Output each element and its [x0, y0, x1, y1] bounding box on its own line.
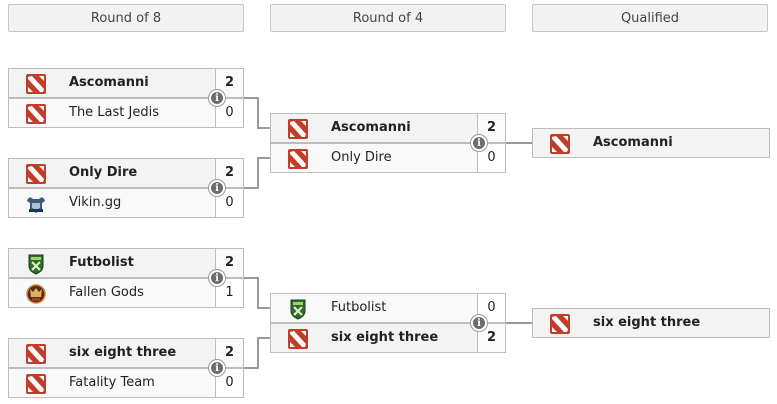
dota2-icon [549, 133, 571, 155]
team-score: 1 [215, 279, 243, 307]
dota2-icon [287, 328, 309, 350]
dota2-icon [549, 313, 571, 335]
team-name: six eight three [593, 315, 701, 330]
team-name: Ascomanni [593, 135, 673, 150]
r8-m3-team-bottom[interactable]: Fallen Gods 1 [8, 278, 244, 308]
dota2-icon [287, 148, 309, 170]
r4-m1-team-bottom[interactable]: Only Dire 0 [270, 143, 506, 173]
r8-m4-team-top[interactable]: six eight three 2 [8, 338, 244, 368]
futbolist-icon [25, 253, 47, 275]
r4-m2-team-top[interactable]: Futbolist 0 [270, 293, 506, 323]
team-name: Ascomanni [331, 120, 411, 135]
team-score: 0 [215, 189, 243, 217]
dota2-icon [25, 73, 47, 95]
connector-r8m3 [244, 277, 270, 309]
team-name: Ascomanni [69, 75, 149, 90]
team-name: Fatality Team [69, 375, 155, 390]
team-name: Only Dire [69, 165, 138, 180]
qualified-team-2[interactable]: six eight three [532, 308, 770, 338]
team-name: Fallen Gods [69, 285, 144, 300]
vikingg-icon [25, 193, 47, 215]
header-qualified: Qualified [532, 4, 768, 32]
dota2-icon [287, 118, 309, 140]
team-name: Futbolist [331, 300, 387, 315]
dota2-icon [25, 343, 47, 365]
r4-m1-team-top[interactable]: Ascomanni 2 [270, 113, 506, 143]
r8-m4-info-icon[interactable]: i [209, 360, 225, 376]
connector-r8m4 [244, 337, 270, 369]
r4-m1-info-icon[interactable]: i [471, 135, 487, 151]
r8-m1-team-top[interactable]: Ascomanni 2 [8, 68, 244, 98]
qualified-team-1[interactable]: Ascomanni [532, 128, 770, 158]
r8-m3-team-top[interactable]: Futbolist 2 [8, 248, 244, 278]
r8-m4-team-bottom[interactable]: Fatality Team 0 [8, 368, 244, 398]
team-name: Vikin.gg [69, 195, 122, 210]
team-score: 0 [215, 99, 243, 127]
fallen-gods-icon [25, 283, 47, 305]
r8-m1-info-icon[interactable]: i [209, 90, 225, 106]
header-round-of-8: Round of 8 [8, 4, 244, 32]
futbolist-icon [287, 298, 309, 320]
dota2-icon [25, 373, 47, 395]
team-name: Only Dire [331, 150, 392, 165]
connector-r8m2 [244, 157, 270, 189]
r8-m1-team-bottom[interactable]: The Last Jedis 0 [8, 98, 244, 128]
team-name: Futbolist [69, 255, 134, 270]
dota2-icon [25, 163, 47, 185]
r8-m2-team-bottom[interactable]: Vikin.gg 0 [8, 188, 244, 218]
team-name: The Last Jedis [69, 105, 159, 120]
team-name: six eight three [331, 330, 439, 345]
connector-r8m1 [244, 97, 270, 129]
r4-m2-info-icon[interactable]: i [471, 315, 487, 331]
team-name: six eight three [69, 345, 177, 360]
header-round-of-4: Round of 4 [270, 4, 506, 32]
r8-m3-info-icon[interactable]: i [209, 270, 225, 286]
r8-m2-info-icon[interactable]: i [209, 180, 225, 196]
r8-m2-team-top[interactable]: Only Dire 2 [8, 158, 244, 188]
dota2-icon [25, 103, 47, 125]
r4-m2-team-bottom[interactable]: six eight three 2 [270, 323, 506, 353]
